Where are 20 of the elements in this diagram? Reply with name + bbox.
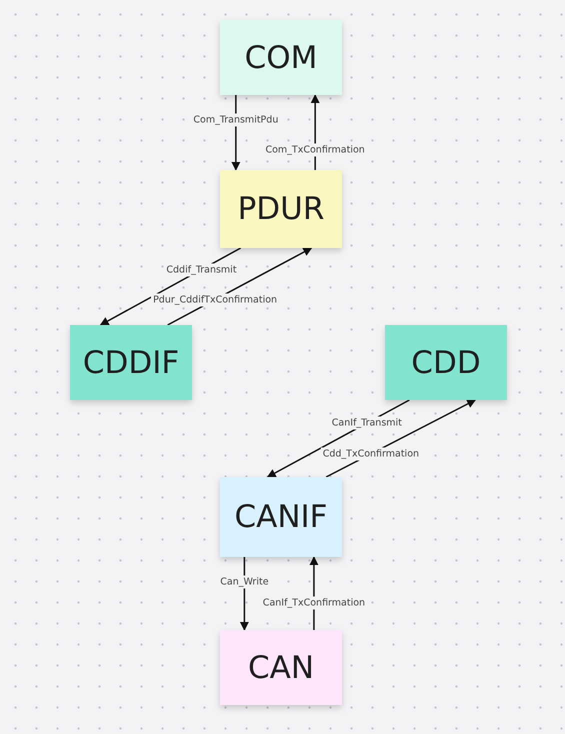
note-title: CAN xyxy=(248,650,314,686)
edge-label: Com_TransmitPdu xyxy=(191,113,280,126)
edge-label: Cddif_Transmit xyxy=(164,263,239,276)
edge-label: CanIf_Transmit xyxy=(330,416,404,430)
edge-label: Com_TxConfirmation xyxy=(263,143,367,156)
edge-label: Can_Write xyxy=(218,575,271,588)
sticky-note xyxy=(220,20,342,95)
note-title: PDUR xyxy=(238,191,324,227)
note-title: CANIF xyxy=(234,499,328,535)
sticky-note xyxy=(220,477,342,557)
note-title: CDD xyxy=(411,344,481,380)
sticky-note xyxy=(385,325,507,400)
sticky-note xyxy=(70,325,192,400)
note-title: CDDIF xyxy=(82,344,180,380)
edge-label: Pdur_CddifTxConfirmation xyxy=(151,293,280,306)
sticky-note xyxy=(220,630,342,705)
edge-label: Cdd_TxConfirmation xyxy=(320,447,422,460)
note-title: COM xyxy=(244,40,318,76)
edge-label: CanIf_TxConfirmation xyxy=(260,596,368,610)
sticky-note xyxy=(220,170,342,248)
